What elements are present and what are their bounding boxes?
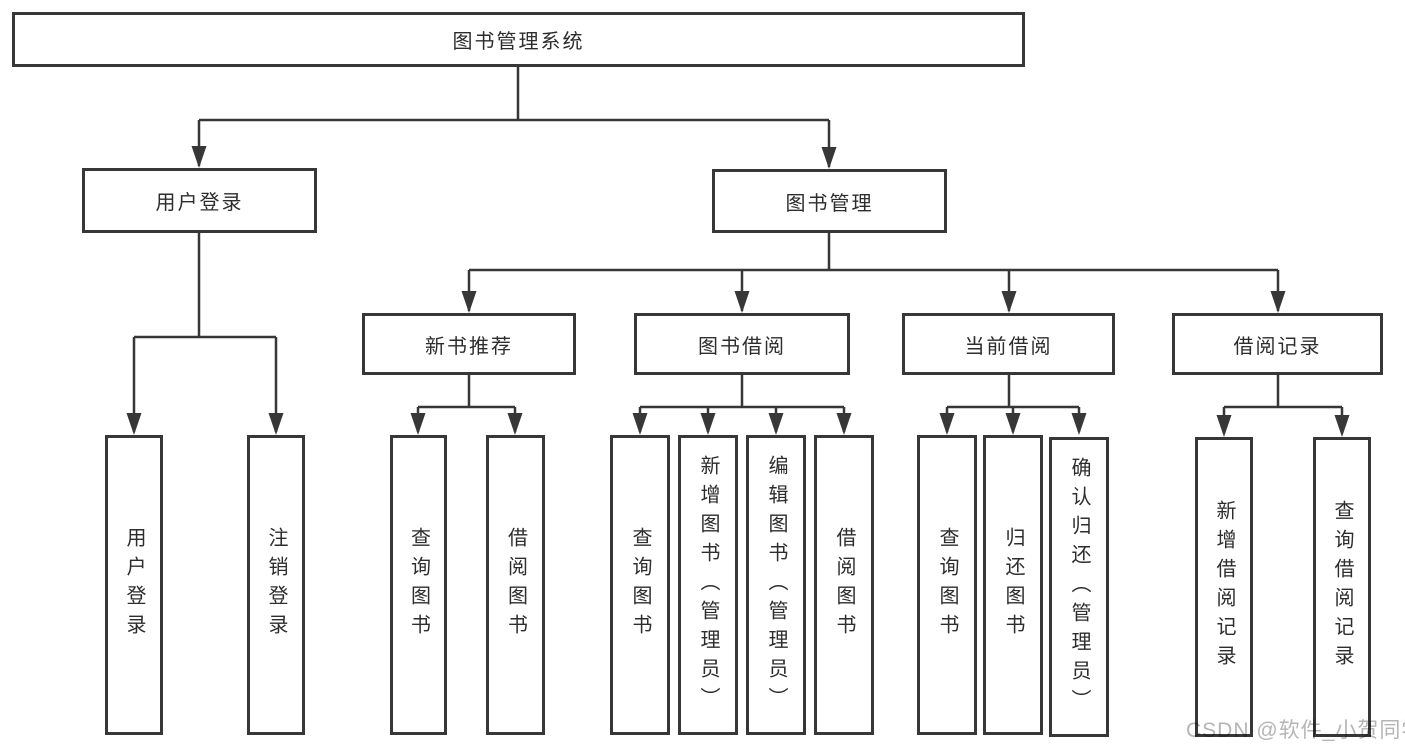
leaf-current-confirm-return-admin-label: 确认归还（管理员） [1068,456,1090,718]
node-library-management-system: 图书管理系统 [12,12,1025,67]
leaf-current-confirm-return-admin: 确认归还（管理员） [1049,437,1109,737]
leaf-records-add-record: 新增借阅记录 [1195,437,1253,737]
leaf-user-login: 用户登录 [105,435,163,735]
node-user-login: 用户登录 [82,168,317,233]
leaf-borrow-edit-books-admin: 编辑图书（管理员） [746,435,806,735]
node-current-borrow: 当前借阅 [902,313,1115,375]
leaf-recommend-query-books-label: 查询图书 [407,527,430,643]
leaf-logout-login-label: 注销登录 [265,527,287,643]
node-new-book-recommend: 新书推荐 [362,313,576,375]
leaf-recommend-query-books: 查询图书 [390,435,447,735]
node-user-login-label: 用户登录 [155,192,244,214]
leaf-current-query-books: 查询图书 [917,435,977,735]
csdn-watermark: CSDN @软件_小贺同学 [1186,719,1405,742]
leaf-borrow-add-books-admin-label: 新增图书（管理员） [697,454,719,716]
leaf-borrow-query-books-label: 查询图书 [629,527,651,643]
node-borrow-records-label: 借阅记录 [1233,335,1322,358]
node-book-borrow-label: 图书借阅 [698,335,786,358]
connector-path [132,67,1344,432]
node-borrow-records: 借阅记录 [1172,313,1383,375]
leaf-borrow-borrow-books: 借阅图书 [814,435,874,735]
leaf-current-return-books-label: 归还图书 [1002,527,1024,643]
leaf-current-return-books: 归还图书 [983,435,1043,735]
node-book-management: 图书管理 [712,169,947,233]
leaf-user-login-label: 用户登录 [123,527,145,643]
node-book-borrow: 图书借阅 [634,313,850,375]
node-library-management-system-label: 图书管理系统 [452,31,585,53]
leaf-borrow-edit-books-admin-label: 编辑图书（管理员） [765,454,787,716]
leaf-logout-login: 注销登录 [247,435,305,735]
leaf-borrow-add-books-admin: 新增图书（管理员） [678,435,738,735]
leaf-borrow-query-books: 查询图书 [610,435,670,735]
leaf-recommend-borrow-books: 借阅图书 [486,435,545,735]
leaf-recommend-borrow-books-label: 借阅图书 [504,527,527,643]
leaf-records-add-record-label: 新增借阅记录 [1213,500,1235,674]
leaf-borrow-borrow-books-label: 借阅图书 [833,527,855,643]
node-book-management-label: 图书管理 [785,192,874,215]
leaf-records-query-record-label: 查询借阅记录 [1331,500,1353,674]
node-new-book-recommend-label: 新书推荐 [425,335,513,358]
leaf-records-query-record: 查询借阅记录 [1313,437,1371,737]
leaf-current-query-books-label: 查询图书 [936,527,958,643]
node-current-borrow-label: 当前借阅 [964,335,1053,358]
